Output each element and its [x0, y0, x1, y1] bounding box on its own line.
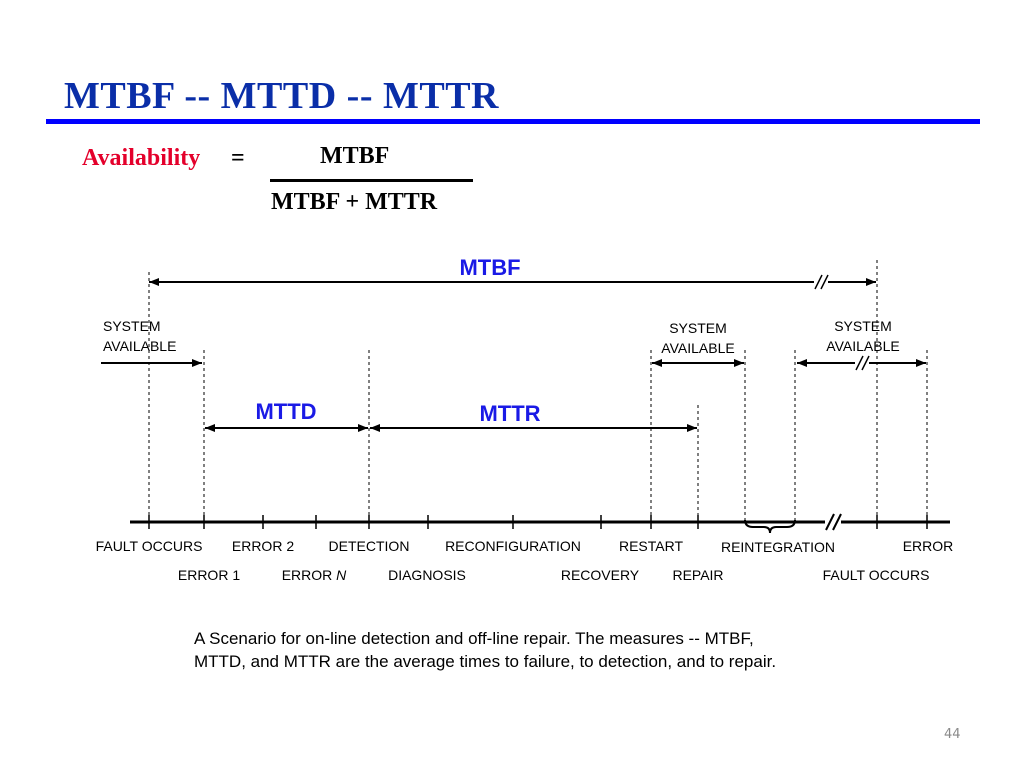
- diagram-caption: A Scenario for on-line detection and off…: [194, 627, 874, 673]
- system-available-break-mark: [861, 355, 870, 371]
- system-available-left-line1: SYSTEM: [103, 318, 161, 334]
- label-error-1: ERROR 1: [178, 567, 240, 583]
- mttd-interval: MTTD: [205, 399, 368, 432]
- label-error-2: ERROR 2: [232, 538, 294, 554]
- system-available-right-line1: SYSTEM: [834, 318, 892, 334]
- mtbf-break-mark: [820, 274, 829, 290]
- label-error-n-prefix: ERROR: [282, 567, 336, 583]
- mttd-label: MTTD: [255, 399, 316, 424]
- dashed-guides: [148, 260, 928, 522]
- label-error: ERROR: [903, 538, 954, 554]
- caption-line-1: A Scenario for on-line detection and off…: [194, 629, 754, 648]
- reintegration-brace: [744, 519, 796, 534]
- system-available-left-line2: AVAILABLE: [103, 338, 176, 354]
- timeline-break-mark: [825, 513, 835, 531]
- system-available-middle-line1: SYSTEM: [669, 320, 727, 336]
- mttr-interval: MTTR: [370, 401, 697, 432]
- label-detection: DETECTION: [329, 538, 410, 554]
- label-recovery: RECOVERY: [561, 567, 640, 583]
- system-available-right-line2: AVAILABLE: [826, 338, 899, 354]
- mttr-label: MTTR: [479, 401, 540, 426]
- mtbf-break-mark: [814, 274, 823, 290]
- label-fault-occurs: FAULT OCCURS: [96, 538, 203, 554]
- mtbf-label: MTBF: [459, 255, 520, 280]
- label-reintegration: REINTEGRATION: [721, 539, 835, 555]
- system-available-middle-line2: AVAILABLE: [661, 340, 734, 356]
- label-diagnosis: DIAGNOSIS: [388, 567, 466, 583]
- label-restart: RESTART: [619, 538, 683, 554]
- label-second-fault-occurs: FAULT OCCURS: [823, 567, 930, 583]
- title-underline: [46, 119, 980, 124]
- system-available-break-mark: [855, 355, 864, 371]
- slide-title: MTBF -- MTTD -- MTTR: [64, 75, 499, 117]
- timeline-axis: [130, 513, 950, 534]
- caption-line-2: MTTD, and MTTR are the average times to …: [194, 652, 777, 671]
- system-available-right: SYSTEM AVAILABLE: [797, 318, 926, 371]
- mtbf-interval: MTBF: [149, 255, 876, 290]
- label-error-n: ERROR N: [282, 567, 347, 583]
- system-available-middle: SYSTEM AVAILABLE: [652, 320, 744, 367]
- label-reconfiguration: RECONFIGURATION: [445, 538, 581, 554]
- timeline-break-mark: [832, 513, 842, 531]
- label-error-n-suffix: N: [336, 567, 347, 583]
- label-repair: REPAIR: [672, 567, 723, 583]
- system-available-left: SYSTEM AVAILABLE: [101, 318, 202, 367]
- page-number: 44: [944, 727, 961, 742]
